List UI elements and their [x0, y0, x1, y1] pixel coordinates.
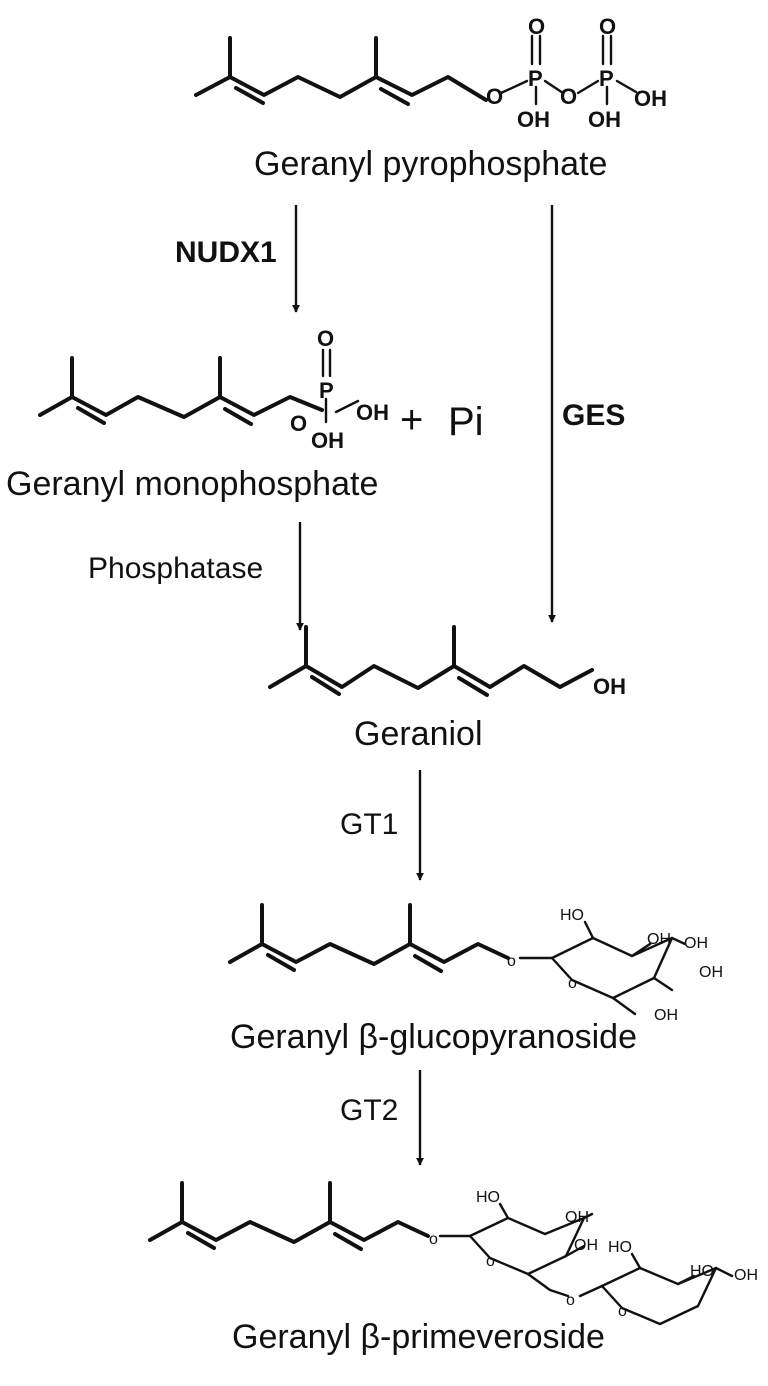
geraniol-label: Geraniol	[354, 715, 483, 753]
glucose-oh2: OH	[684, 935, 708, 952]
gmp-skeleton	[38, 395, 324, 419]
prim-glucose-ring	[468, 1216, 586, 1276]
ges-label: GES	[562, 399, 625, 432]
gmp-oh1: OH	[356, 400, 389, 425]
prim-xylose-ring	[600, 1266, 718, 1326]
glucose-ring-o: o	[568, 975, 577, 992]
gpp-oh3: OH	[634, 86, 667, 111]
gmp-label: Geranyl monophosphate	[6, 465, 378, 503]
phosphatase-label: Phosphatase	[88, 552, 263, 585]
prim-glucose-ring-o: o	[486, 1253, 495, 1270]
gpp-label: Geranyl pyrophosphate	[254, 145, 607, 183]
gmp-o-top: O	[317, 326, 334, 351]
gpp-o3: O	[560, 84, 577, 109]
glucoside-structure: o o HO OH OH OH OH	[228, 903, 723, 1024]
gpp-o1: O	[486, 84, 503, 109]
prim-xylose-oh: OH	[734, 1267, 758, 1284]
gpp-skeleton	[194, 75, 488, 102]
glucoside-label: Geranyl β-glucopyranoside	[230, 1018, 637, 1056]
plus-sign: +	[400, 398, 423, 442]
glucose-oh3: OH	[699, 964, 723, 981]
glucose-ring	[550, 936, 674, 1000]
gpp-o4: O	[599, 14, 616, 39]
gpp-structure: O P O O P O OH OH OH	[194, 14, 667, 132]
gmp-oh2: OH	[311, 428, 344, 453]
geraniol-structure: OH	[268, 625, 626, 699]
pi-label: Pi	[448, 400, 484, 444]
prim-xylose-ring-o: o	[618, 1303, 627, 1320]
prim-xylose-ho2: HO	[690, 1263, 714, 1280]
prim-xylose-ho1: HO	[608, 1239, 632, 1256]
prim-glucose-oh1: OH	[565, 1209, 589, 1226]
gmp-p: P	[319, 378, 334, 403]
gmp-o: O	[290, 411, 307, 436]
glucoside-o-link: o	[507, 953, 516, 970]
gpp-p1: P	[528, 66, 543, 91]
gt1-label: GT1	[340, 808, 398, 841]
gpp-oh1: OH	[517, 107, 550, 132]
primeveroside-structure: o o HO OH OH o o HO HO OH	[148, 1181, 758, 1326]
gpp-oh2: OH	[588, 107, 621, 132]
gpp-p2: P	[599, 66, 614, 91]
geraniol-skeleton	[268, 664, 594, 690]
glucose-ho: HO	[560, 907, 584, 924]
geraniol-oh: OH	[593, 674, 626, 699]
primeveroside-skeleton	[148, 1220, 430, 1244]
glucoside-skeleton	[228, 942, 510, 966]
glucose-oh4: OH	[654, 1007, 678, 1024]
prim-link-o: o	[566, 1292, 575, 1309]
gpp-o2: O	[528, 14, 545, 39]
prim-o-link: o	[429, 1231, 438, 1248]
primeveroside-label: Geranyl β-primeveroside	[232, 1318, 605, 1356]
gmp-structure: O P O OH OH	[38, 326, 389, 453]
glucose-oh1: OH	[647, 931, 671, 948]
nudx1-label: NUDX1	[175, 236, 277, 269]
prim-glucose-ho: HO	[476, 1189, 500, 1206]
prim-glucose-oh2: OH	[574, 1237, 598, 1254]
gt2-label: GT2	[340, 1094, 398, 1127]
